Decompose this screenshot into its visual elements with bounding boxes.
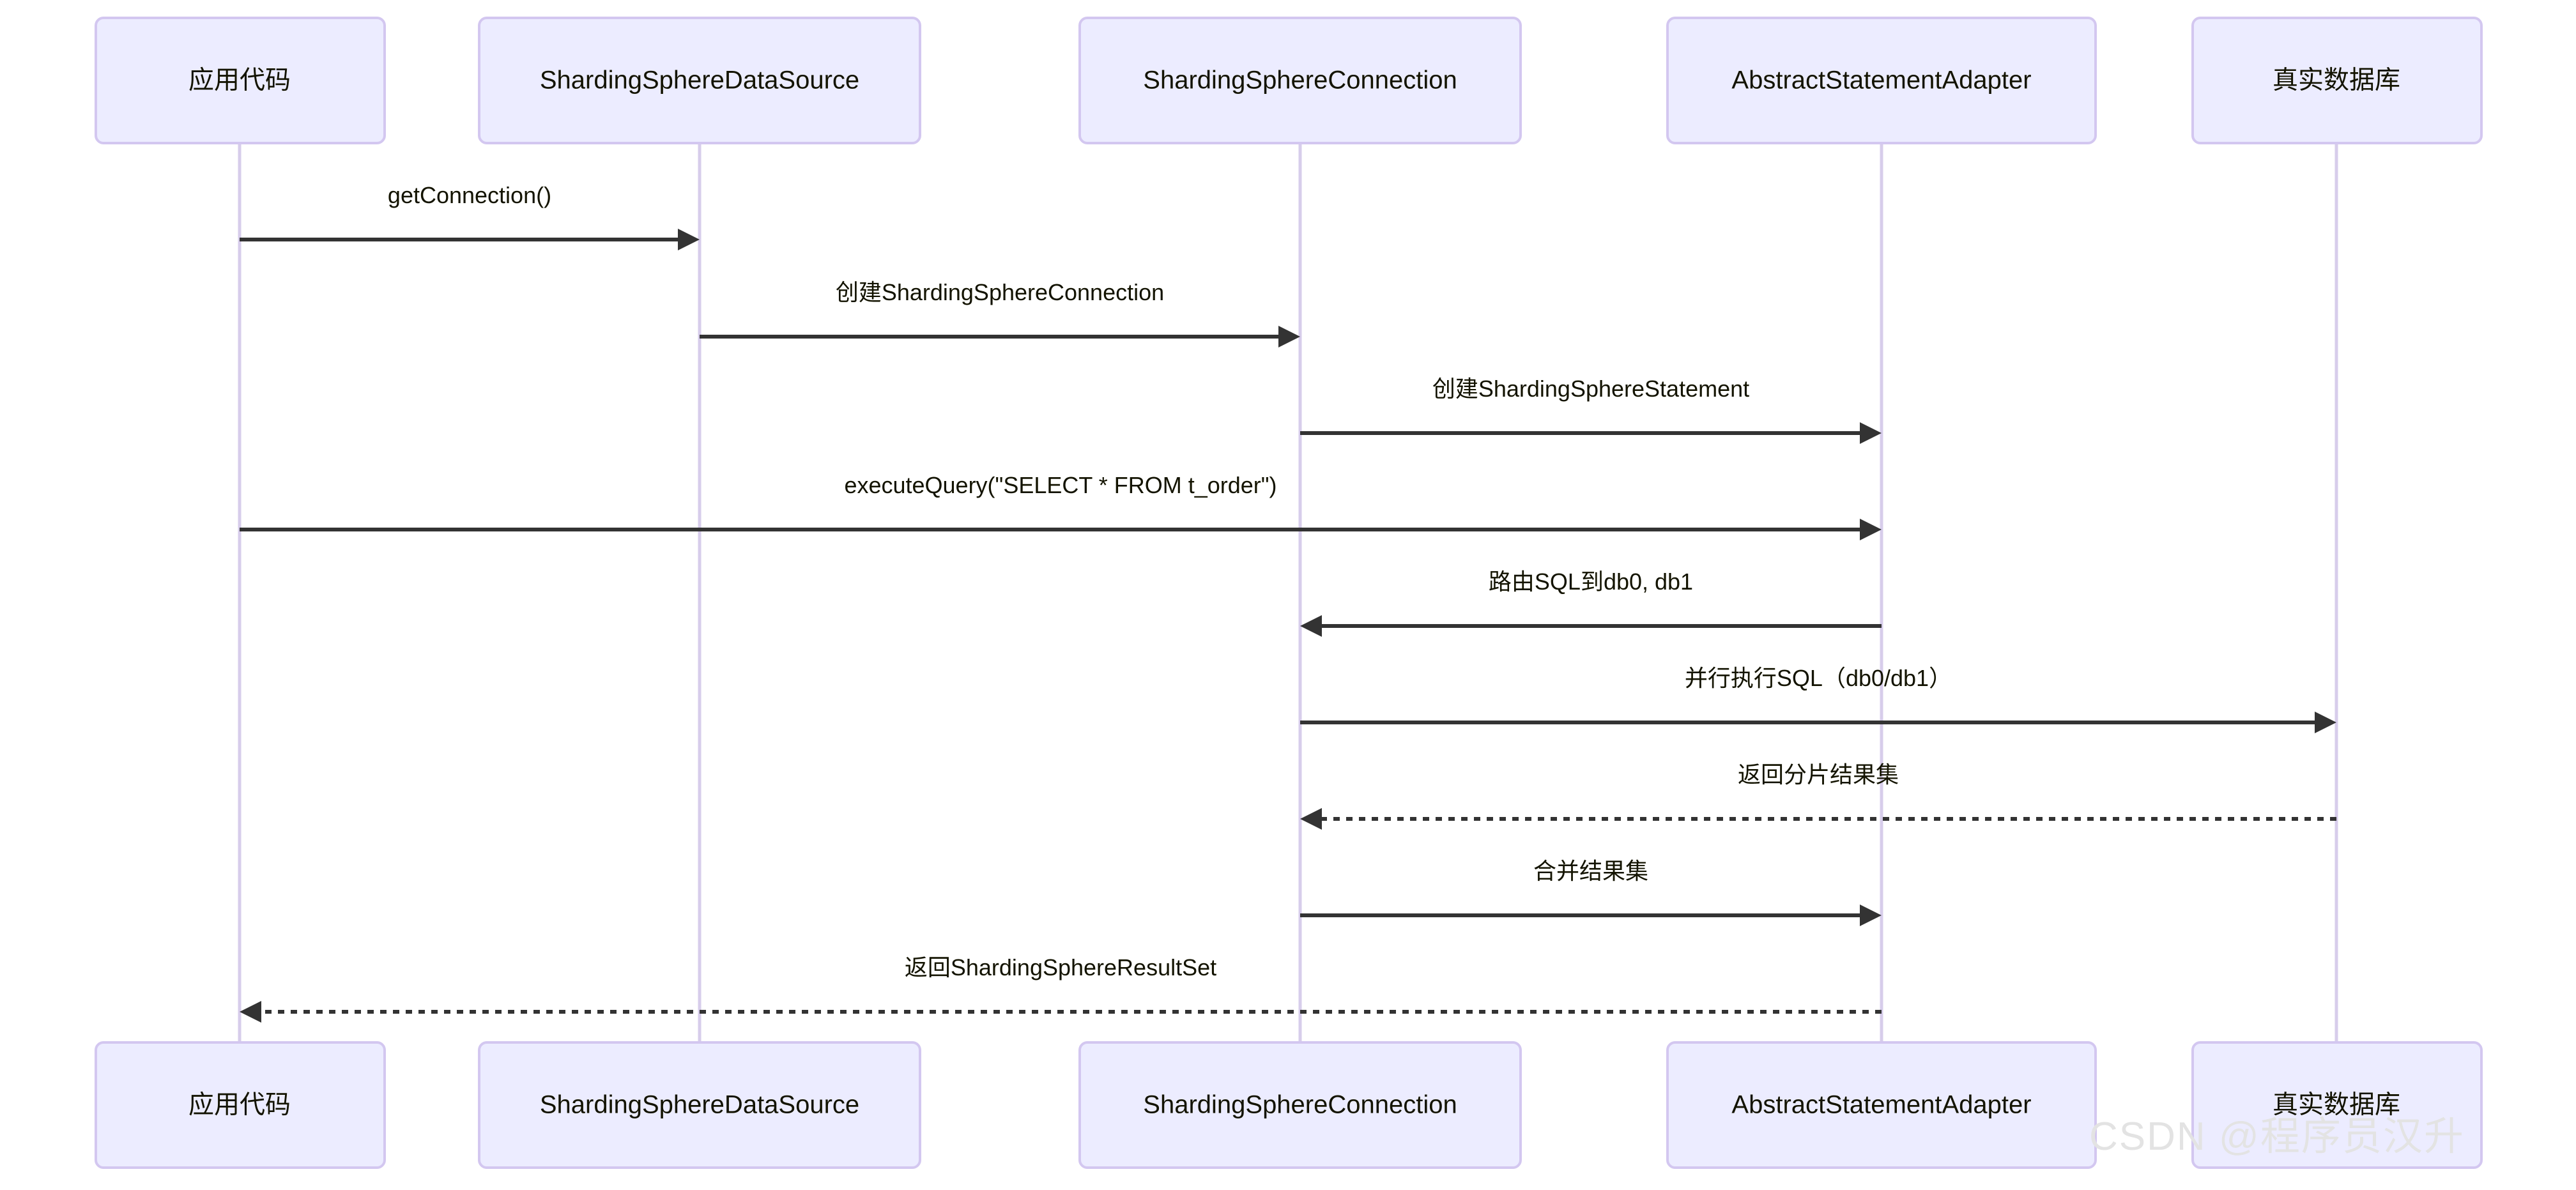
message-1[interactable]: getConnection() xyxy=(240,182,700,250)
actor-label-db-bottom: 真实数据库 xyxy=(2273,1091,2400,1119)
watermark-layer: CSDN @程序员汉升 xyxy=(2089,1115,2465,1159)
actor-box-ds-top xyxy=(478,17,921,144)
message-3[interactable]: 创建ShardingSphereStatement xyxy=(1300,376,1882,444)
message-label-5: 路由SQL到db0, db1 xyxy=(1489,568,1693,595)
actor-box-app-top xyxy=(95,17,386,144)
actors-top-layer: 应用代码 ShardingSphereDataSource ShardingSphe… xyxy=(95,17,2483,144)
message-arrowhead-3 xyxy=(1860,422,1882,444)
actor-stmt-bottom[interactable]: AbstractStatementAdapter xyxy=(1666,1041,2097,1169)
actor-label-app-top: 应用代码 xyxy=(188,66,291,95)
message-label-1: getConnection() xyxy=(388,182,551,208)
actor-label-conn-top: ShardingSphereConnection xyxy=(1143,66,1457,95)
message-label-6: 并行执行SQL（db0/db1） xyxy=(1685,665,1952,691)
actor-conn-top[interactable]: ShardingSphereConnection xyxy=(1078,17,1522,144)
message-2[interactable]: 创建ShardingSphereConnection xyxy=(700,279,1300,347)
actor-label-ds-bottom: ShardingSphereDataSource xyxy=(540,1091,859,1119)
actor-label-conn-bottom: ShardingSphereConnection xyxy=(1143,1091,1457,1119)
message-label-7: 返回分片结果集 xyxy=(1738,761,1899,788)
message-label-9: 返回ShardingSphereResultSet xyxy=(905,954,1216,980)
message-arrowhead-4 xyxy=(1860,519,1882,540)
message-4[interactable]: executeQuery("SELECT * FROM t_order") xyxy=(240,472,1882,540)
actor-label-stmt-top: AbstractStatementAdapter xyxy=(1731,66,2031,95)
actors-bottom-layer: 应用代码 ShardingSphereDataSource ShardingSphe… xyxy=(95,1041,2483,1169)
actor-label-app-bottom: 应用代码 xyxy=(188,1091,291,1119)
csdn-watermark: CSDN @程序员汉升 xyxy=(2089,1115,2465,1159)
actor-label-db-top: 真实数据库 xyxy=(2273,66,2400,95)
message-arrowhead-7 xyxy=(1300,808,1322,830)
message-arrowhead-5 xyxy=(1300,615,1322,637)
messages-layer: getConnection() 创建ShardingSphereConnectio… xyxy=(240,182,2336,1023)
message-7[interactable]: 返回分片结果集 xyxy=(1300,761,2336,830)
message-arrowhead-9 xyxy=(240,1001,261,1023)
actor-box-ds-bottom xyxy=(478,1041,921,1169)
message-9[interactable]: 返回ShardingSphereResultSet xyxy=(240,954,1882,1023)
message-label-4: executeQuery("SELECT * FROM t_order") xyxy=(844,472,1276,498)
message-label-3: 创建ShardingSphereStatement xyxy=(1432,376,1749,402)
actor-db-top[interactable]: 真实数据库 xyxy=(2191,17,2483,144)
actor-box-conn-top xyxy=(1078,17,1522,144)
lifelines-layer xyxy=(238,143,2338,1042)
message-label-2: 创建ShardingSphereConnection xyxy=(836,279,1164,305)
actor-app-top[interactable]: 应用代码 xyxy=(95,17,386,144)
message-8[interactable]: 合并结果集 xyxy=(1300,858,1882,926)
actor-box-db-bottom xyxy=(2191,1041,2483,1169)
actor-box-app-bottom xyxy=(95,1041,386,1169)
message-label-8: 合并结果集 xyxy=(1533,858,1648,884)
message-arrowhead-8 xyxy=(1860,904,1882,926)
actor-conn-bottom[interactable]: ShardingSphereConnection xyxy=(1078,1041,1522,1169)
actor-ds-bottom[interactable]: ShardingSphereDataSource xyxy=(478,1041,921,1169)
actor-box-stmt-top xyxy=(1666,17,2097,144)
actor-app-bottom[interactable]: 应用代码 xyxy=(95,1041,386,1169)
message-arrowhead-1 xyxy=(678,229,700,250)
message-arrowhead-2 xyxy=(1278,326,1300,347)
message-6[interactable]: 并行执行SQL（db0/db1） xyxy=(1300,665,2336,733)
actor-db-bottom[interactable]: 真实数据库 xyxy=(2191,1041,2483,1169)
actor-label-stmt-bottom: AbstractStatementAdapter xyxy=(1731,1091,2031,1119)
message-5[interactable]: 路由SQL到db0, db1 xyxy=(1300,568,1882,637)
actor-box-db-top xyxy=(2191,17,2483,144)
actor-ds-top[interactable]: ShardingSphereDataSource xyxy=(478,17,921,144)
actor-label-ds-top: ShardingSphereDataSource xyxy=(540,66,859,95)
actor-box-conn-bottom xyxy=(1078,1041,1522,1169)
message-arrowhead-6 xyxy=(2315,712,2336,733)
actor-box-stmt-bottom xyxy=(1666,1041,2097,1169)
actor-stmt-top[interactable]: AbstractStatementAdapter xyxy=(1666,17,2097,144)
